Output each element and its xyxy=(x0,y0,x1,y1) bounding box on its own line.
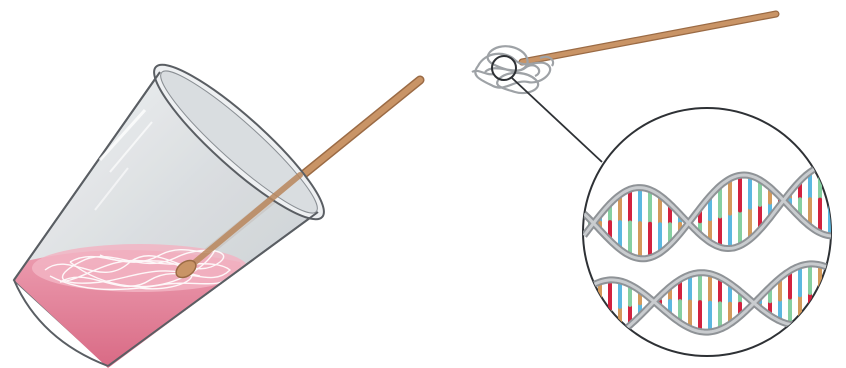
stick-icon xyxy=(522,14,776,62)
cup-icon xyxy=(10,48,339,368)
magnifier-connector xyxy=(512,78,602,162)
magnified-helix-panel xyxy=(583,108,832,356)
dna-clump-icon xyxy=(472,46,553,93)
cup-panel xyxy=(10,48,420,368)
